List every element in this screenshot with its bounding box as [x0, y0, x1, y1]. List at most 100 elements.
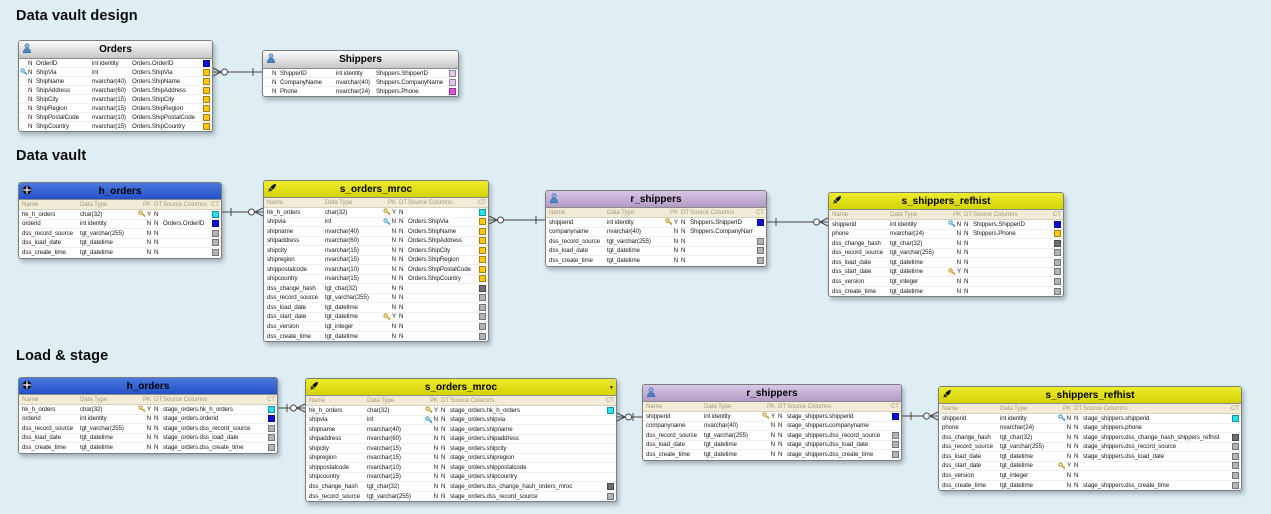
table-header[interactable]: s_orders_mroc▲▼ — [306, 379, 616, 396]
relationship-line-h_orders-s_orders_mroc[interactable] — [222, 207, 264, 217]
table-header[interactable]: s_shippers_refhist — [939, 387, 1241, 404]
relationship-line-r_shippers-s_shippers_refhist[interactable] — [902, 411, 939, 421]
relationship-line-h_orders-s_orders_mroc[interactable] — [278, 403, 306, 413]
scroll-indicator-icon[interactable]: ▲▼ — [609, 379, 614, 391]
table-header[interactable]: Shippers — [263, 51, 458, 69]
relationship-line-s_orders_mroc-r_shippers[interactable] — [488, 215, 545, 225]
table-header[interactable]: s_shippers_refhist — [829, 193, 1063, 210]
table-header[interactable]: r_shippers — [546, 191, 766, 208]
relationship-line-Orders-Shippers[interactable] — [212, 67, 262, 77]
relationship-line-r_shippers-s_shippers_refhist[interactable] — [767, 217, 829, 227]
table-header[interactable]: h_orders — [19, 183, 221, 200]
relationship-line-s_orders_mroc-r_shippers[interactable] — [616, 412, 642, 422]
scroll-down-icon[interactable]: ▼ — [609, 385, 614, 391]
table-header[interactable]: r_shippers — [643, 385, 901, 402]
table-header[interactable]: h_orders — [19, 378, 277, 395]
table-header[interactable]: s_orders_mroc — [264, 181, 488, 198]
scroll-up-icon[interactable]: ▲ — [609, 379, 614, 385]
table-header[interactable]: Orders — [19, 41, 212, 59]
